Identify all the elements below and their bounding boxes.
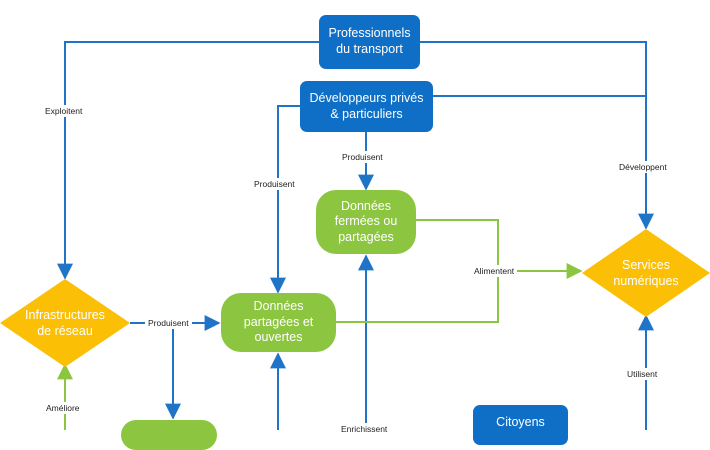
label-ameliore: Améliore: [43, 402, 83, 414]
edge-developpent: [420, 41, 654, 230]
developpeurs-line2: & particuliers: [330, 106, 403, 121]
infrastructures-diamond: [0, 279, 130, 367]
label-alimentent: Alimentent: [471, 265, 518, 277]
label-exploitent: Exploitent: [42, 105, 86, 117]
citoyens-line1: Citoyens: [496, 415, 545, 429]
infrastructures-line1: Infrastructures: [25, 307, 105, 322]
infrastructures-line2: de réseau: [37, 324, 93, 338]
donnees-fermees-line3: partagées: [338, 229, 394, 244]
professionnels-node: Professionnels du transport: [319, 15, 420, 69]
label-enrichissent: Enrichissent: [338, 423, 391, 435]
label-produisent-dev: Produisent: [339, 151, 386, 163]
donnees-ouvertes-line1: Données: [253, 299, 304, 314]
citoyens-node: Citoyens: [473, 405, 568, 445]
professionnels-line2: du transport: [336, 42, 403, 56]
infrastructures-text: Infrastructures de réseau: [0, 300, 130, 346]
services-line1: Services: [622, 257, 670, 272]
donnees-ouvertes-line2: partagées et: [243, 314, 314, 329]
professionnels-line1: Professionnels: [328, 26, 411, 41]
developpeurs-node: Développeurs privés & particuliers: [300, 81, 433, 132]
donnees-ouvertes-node: Données partagées et ouvertes: [221, 293, 336, 352]
services-diamond: [582, 229, 710, 317]
label-utilisent: Utilisent: [624, 368, 661, 380]
donnees-fermees-line2: fermées ou: [334, 214, 398, 229]
donnees-fermees-line1: Données: [340, 198, 392, 213]
label-produisent-infra: Produisent: [145, 317, 192, 329]
edge-produisent-left: [270, 105, 300, 294]
partial-data-node-bottom: [121, 420, 217, 450]
services-line2: numériques: [613, 274, 679, 288]
label-developpent: Développent: [616, 161, 670, 173]
donnees-fermees-node: Données fermées ou partagées: [316, 190, 416, 254]
edge-exploitent: [57, 41, 319, 280]
services-text: Services numériques: [582, 250, 710, 296]
donnees-ouvertes-line3: ouvertes: [254, 330, 303, 345]
developpeurs-line1: Développeurs privés: [309, 90, 424, 105]
label-produisent-left: Produisent: [251, 178, 298, 190]
